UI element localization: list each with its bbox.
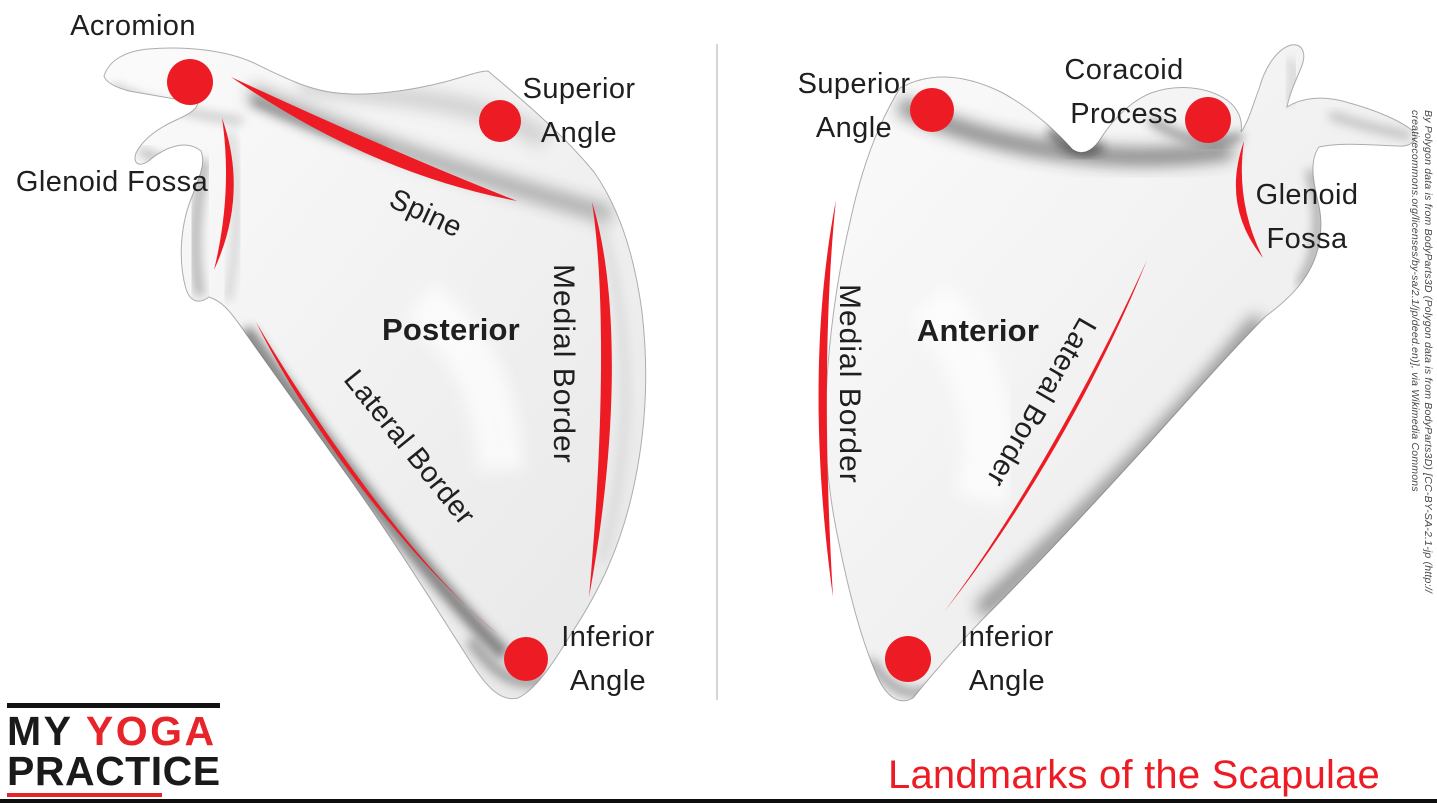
- label-inferior-angle-posterior: Inferior Angle: [561, 621, 655, 697]
- image-attribution: By Polygon data is from BodyParts3D (Pol…: [1409, 110, 1434, 593]
- label-medial-border-anterior: Medial Border: [833, 284, 866, 484]
- anterior-superior-angle-marker: [910, 88, 954, 132]
- label-coracoid-process: Coracoid Process: [1064, 54, 1184, 130]
- anterior-medial-border-line: [818, 200, 836, 597]
- posterior-superior-angle-marker: [479, 100, 521, 142]
- logo-line1: MY YOGA: [7, 708, 220, 754]
- label-superior-angle-posterior: Superior Angle: [522, 73, 636, 149]
- view-divider-line: [716, 44, 718, 700]
- my-yoga-practice-logo: MY YOGA PRACTICE: [7, 703, 220, 797]
- label-region-anterior: Anterior: [916, 313, 1040, 348]
- anterior-glenoid-fossa-line: [1235, 141, 1263, 258]
- logo-top-bar: [7, 703, 220, 708]
- coracoid-process-marker: [1185, 97, 1231, 143]
- posterior-inferior-angle-marker: [504, 637, 548, 681]
- logo-word-practice: PRACTICE: [7, 748, 221, 794]
- posterior-glenoid-fossa-line: [214, 118, 234, 270]
- label-glenoid-fossa-posterior: Glenoid Fossa: [15, 166, 209, 198]
- label-medial-border-posterior: Medial Border: [547, 264, 580, 464]
- logo-bottom-bar: [7, 793, 162, 797]
- posterior-acromion-marker: [167, 59, 213, 105]
- anterior-inferior-angle-marker: [885, 636, 931, 682]
- label-inferior-angle-anterior: Inferior Angle: [960, 621, 1054, 697]
- page-title: Landmarks of the Scapulae: [888, 753, 1380, 797]
- label-glenoid-fossa-anterior: Glenoid Fossa: [1255, 179, 1359, 255]
- logo-word-yoga: YOGA: [85, 708, 217, 754]
- label-region-posterior: Posterior: [382, 312, 520, 347]
- posterior-medial-border-line: [589, 202, 612, 597]
- posterior-scapula-bone: [103, 47, 647, 700]
- logo-word-my: MY: [7, 708, 73, 754]
- bottom-rule: [0, 799, 1437, 803]
- label-acromion: Acromion: [70, 10, 196, 42]
- label-superior-angle-anterior: Superior Angle: [797, 68, 911, 144]
